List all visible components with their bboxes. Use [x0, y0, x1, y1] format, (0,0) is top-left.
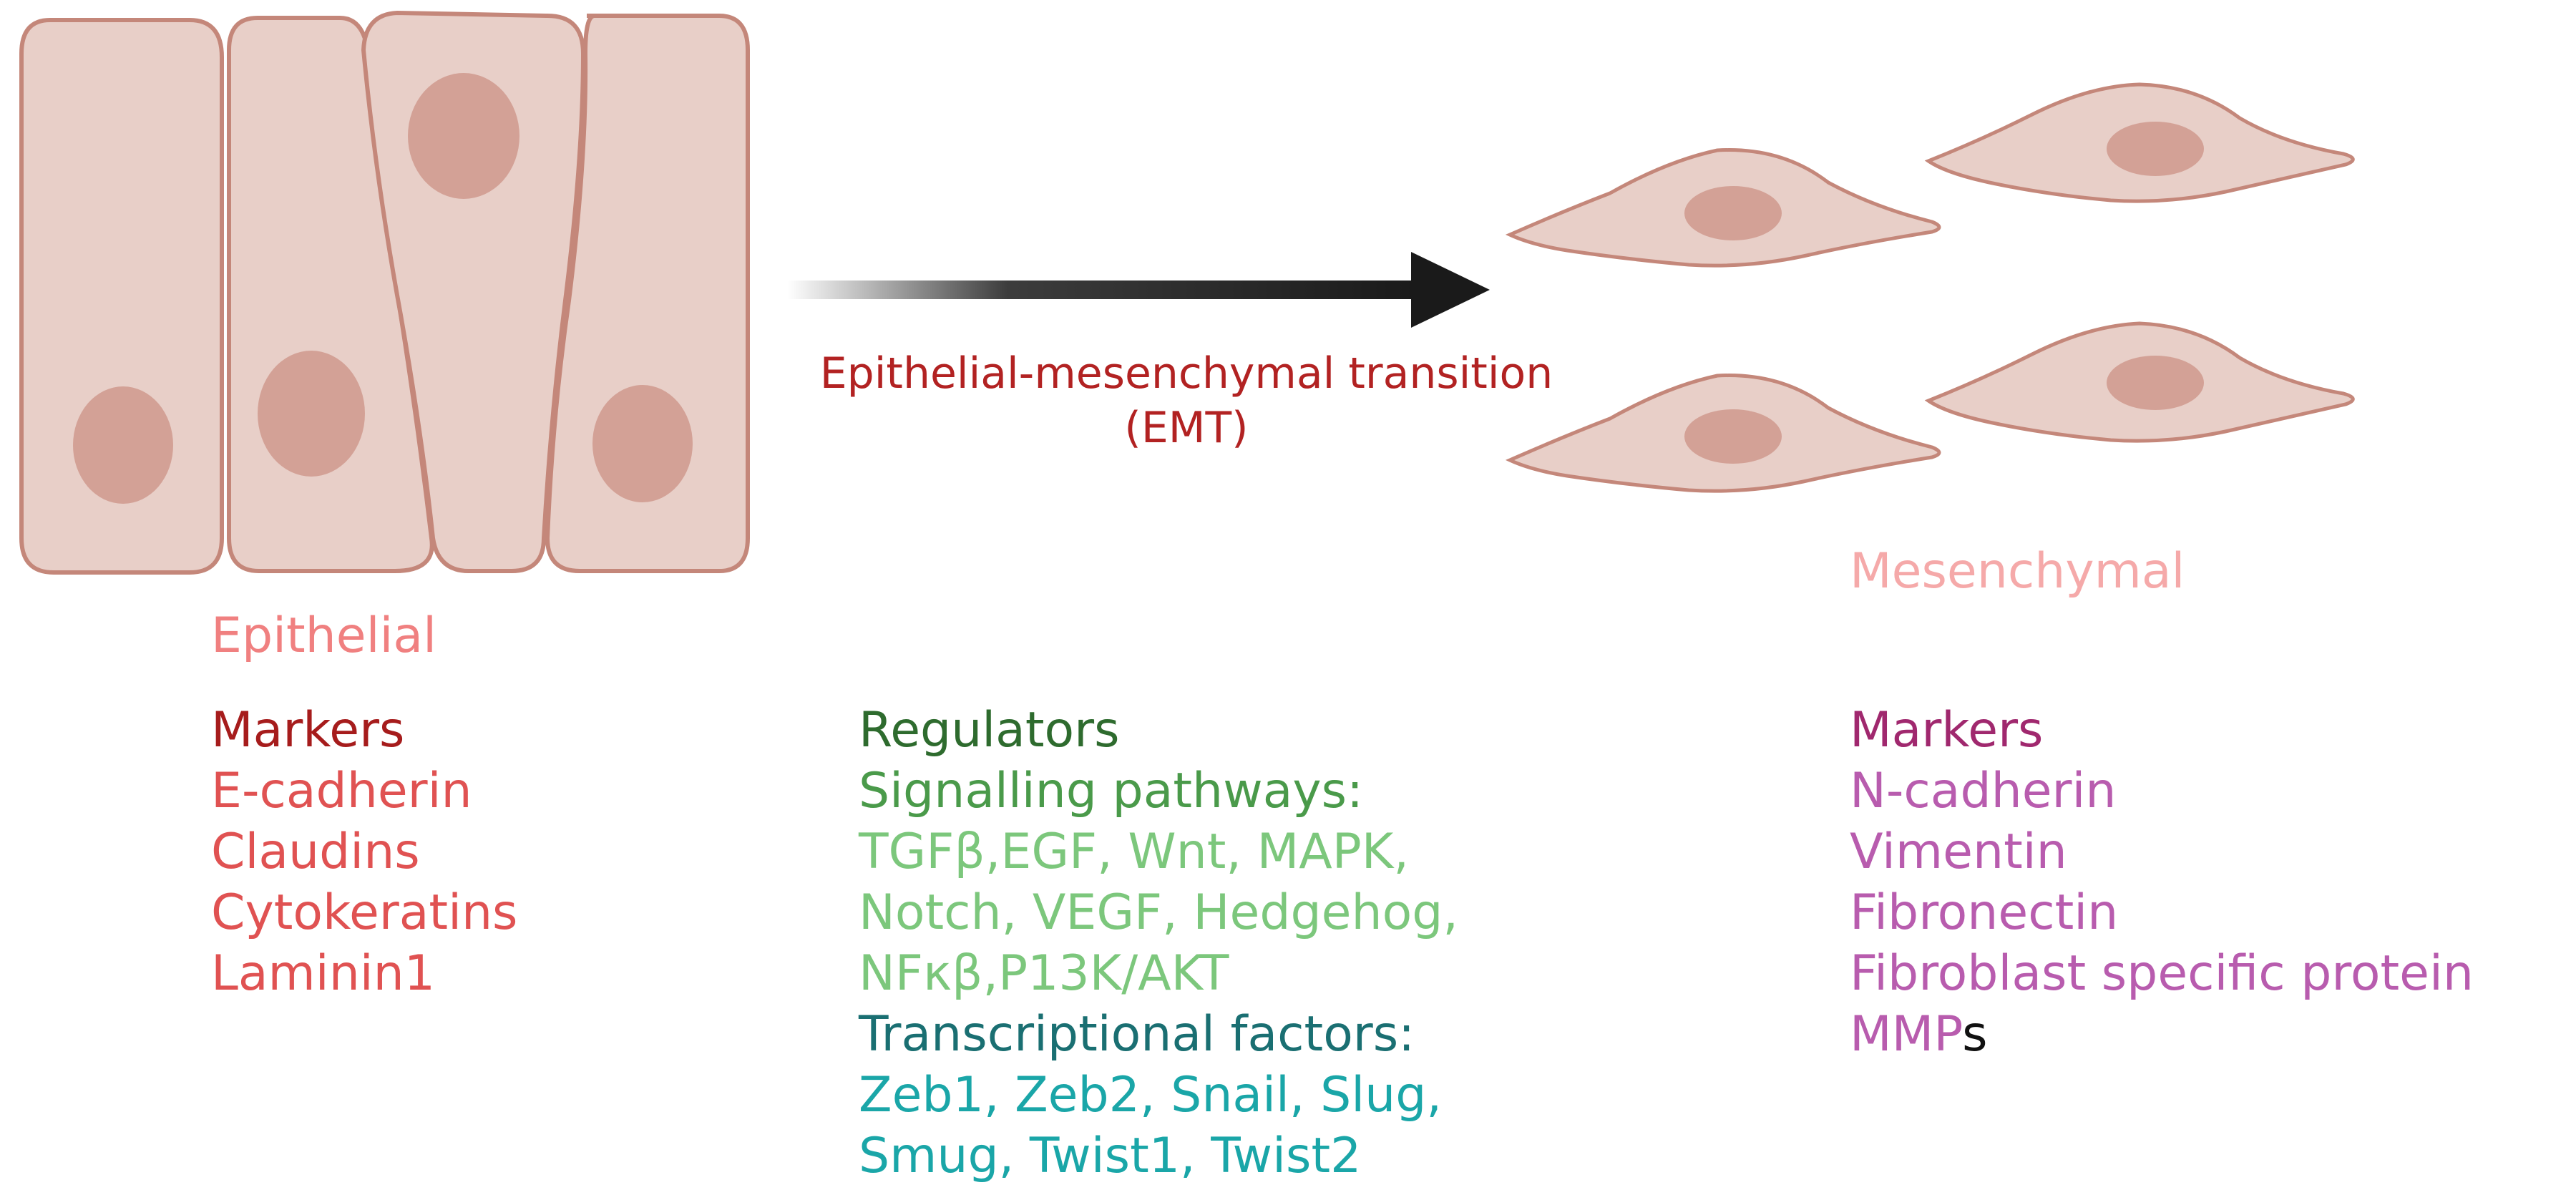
epithelial-cell-sheet — [19, 10, 750, 575]
signalling-pathways-line: TGFβ,EGF, Wnt, MAPK, — [859, 824, 1409, 880]
mesenchymal-marker: N-cadherin — [1850, 763, 2117, 819]
epithelial-nucleus-2 — [258, 351, 365, 477]
epithelial-marker: Claudins — [211, 824, 420, 880]
mmps-colored-part: MMP — [1850, 1006, 1963, 1063]
epithelial-nucleus-1 — [73, 386, 173, 504]
regulators-heading: Regulators — [859, 702, 1120, 759]
mesenchymal-cell-1 — [1505, 148, 1941, 268]
signalling-pathways-heading: Signalling pathways: — [859, 763, 1364, 819]
transition-label-line1: Epithelial-mesenchymal transition — [819, 348, 1553, 399]
mesenchymal-title: Mesenchymal — [1850, 543, 2185, 600]
transcriptional-factors-line: Smug, Twist1, Twist2 — [859, 1128, 1362, 1184]
epithelial-nucleus-3 — [408, 73, 519, 199]
epithelial-marker: Laminin1 — [211, 945, 436, 1002]
epithelial-title: Epithelial — [211, 608, 436, 664]
mesenchymal-marker: Fibroblast specific protein — [1850, 945, 2474, 1002]
transition-label-line2: (EMT) — [1124, 403, 1249, 453]
epithelial-marker: E-cadherin — [211, 763, 472, 819]
mesenchymal-markers: Markers N-cadherin Vimentin Fibronectin … — [1850, 700, 2474, 1065]
epithelial-marker: Cytokeratins — [211, 884, 518, 941]
transcriptional-factors-line: Zeb1, Zeb2, Snail, Slug, — [859, 1067, 1443, 1123]
emt-arrow — [787, 252, 1490, 328]
mesenchymal-cells — [1505, 82, 2355, 493]
mmps-suffix: s — [1962, 1006, 1988, 1063]
mesenchymal-cell-4 — [1924, 321, 2355, 443]
transcriptional-factors-heading: Transcriptional factors: — [859, 1006, 1415, 1063]
mesenchymal-marker: Fibronectin — [1850, 884, 2119, 941]
epithelial-markers: Markers E-cadherin Claudins Cytokeratins… — [211, 700, 518, 1004]
epithelial-markers-heading: Markers — [211, 702, 405, 759]
regulators: Regulators Signalling pathways: TGFβ,EGF… — [859, 700, 1458, 1186]
epithelial-nucleus-4 — [592, 385, 693, 502]
mesenchymal-marker: Vimentin — [1850, 824, 2067, 880]
mesenchymal-cell-2 — [1924, 82, 2355, 203]
mesenchymal-markers-heading: Markers — [1850, 702, 2044, 759]
signalling-pathways-line: NFκβ,P13K/AKT — [859, 945, 1229, 1002]
signalling-pathways-line: Notch, VEGF, Hedgehog, — [859, 884, 1458, 941]
mesenchymal-cell-3 — [1505, 374, 1941, 493]
mesenchymal-marker-mmps: MMPs — [1850, 1004, 2474, 1065]
